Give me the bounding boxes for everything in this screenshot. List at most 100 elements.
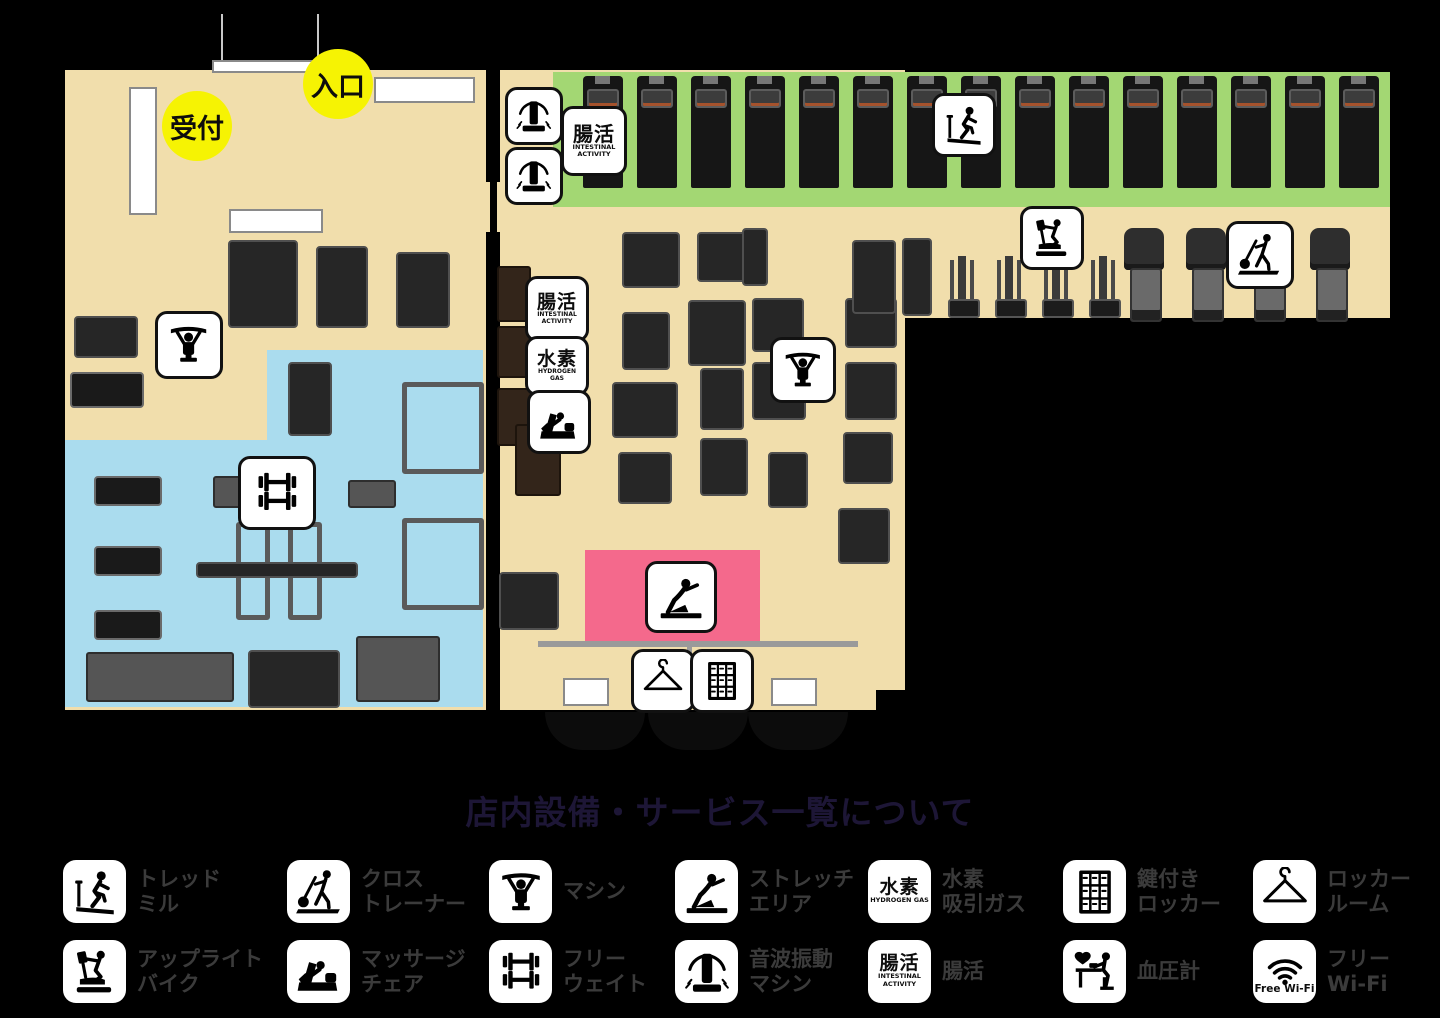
- legend-item-upright-bike: アップライトバイク: [63, 940, 263, 1003]
- rack: [356, 636, 440, 702]
- barbell: [196, 562, 358, 578]
- treadmill-equipment: [1339, 76, 1379, 188]
- free-weight-icon: [489, 940, 552, 1003]
- legend-label: トレッドミル: [137, 866, 221, 916]
- legend-label: マシン: [563, 879, 626, 904]
- equipment: [843, 432, 893, 484]
- equipment: [74, 316, 138, 358]
- treadmill-equipment: [637, 76, 677, 188]
- upright-bike-glyph: [70, 947, 120, 997]
- massage-chair-icon: [287, 940, 350, 1003]
- massage-chair-glyph: [537, 400, 581, 444]
- cross-trainer-equipment: [1308, 228, 1352, 322]
- stretch-glyph: [682, 867, 732, 917]
- vibration-machine-glyph: [514, 156, 554, 196]
- bench: [94, 546, 162, 576]
- equipment: [852, 240, 896, 314]
- machine-glyph: [780, 347, 826, 393]
- treadmill-icon: [63, 860, 126, 923]
- equipment: [612, 382, 678, 438]
- equipment: [700, 438, 748, 496]
- door-post: [317, 14, 319, 62]
- equipment: [348, 480, 396, 508]
- intestinal-en: INTESTINAL ACTIVITY: [537, 310, 577, 325]
- equipment: [622, 312, 670, 370]
- hydrogen-jp: 水素: [879, 876, 920, 899]
- upright-bike-icon: [1020, 206, 1084, 270]
- reception-desk: [129, 87, 157, 215]
- equipment: [697, 232, 749, 282]
- hydrogen-gas-icon: 水素 HYDROGEN GAS: [525, 336, 589, 396]
- barbell-rack: [86, 652, 234, 702]
- bench-seat: [563, 678, 609, 706]
- legend-item-blood-pressure: 血圧計: [1063, 940, 1200, 1003]
- wall-segment: [486, 60, 500, 182]
- cross-trainer-icon: [287, 860, 350, 923]
- equipment: [70, 372, 144, 408]
- entrance-text: 入口: [311, 71, 365, 103]
- equipment: [618, 452, 672, 504]
- equipment: [622, 232, 680, 288]
- bench: [94, 610, 162, 640]
- hydrogen-en: HYDROGEN GAS: [870, 896, 929, 905]
- cross-trainer-glyph: [1236, 231, 1283, 278]
- upright-bike-glyph: [1030, 216, 1074, 260]
- vibration-machine-glyph: [682, 947, 732, 997]
- hanger-glyph: [1260, 867, 1310, 917]
- floor-mat: [648, 712, 748, 750]
- free-weight-glyph: [250, 467, 305, 519]
- massage-chair-glyph: [294, 947, 344, 997]
- adjustable-bench: [288, 362, 332, 436]
- equipment: [700, 368, 744, 430]
- equipment: [688, 300, 746, 366]
- upright-bike-equipment: [1086, 256, 1121, 318]
- locker-room-icon: [631, 649, 695, 713]
- equipment: [845, 362, 897, 420]
- equipment: [768, 452, 808, 508]
- free-weight-icon: [238, 456, 316, 530]
- massage-chair-icon: [527, 390, 591, 454]
- equipment: [228, 240, 298, 328]
- cross-trainer-glyph: [294, 867, 344, 917]
- cross-trainer-equipment: [1122, 228, 1166, 322]
- locker-icon: [1063, 860, 1126, 923]
- upright-bike-equipment: [1039, 256, 1074, 318]
- legend-item-stretch-area: ストレッチエリア: [675, 860, 854, 923]
- reception-text: 受付: [170, 113, 224, 145]
- legend-label: 腸活: [942, 959, 984, 984]
- stretch-icon: [675, 860, 738, 923]
- intestinal-activity-icon: 腸活 INTESTINAL ACTIVITY: [561, 106, 627, 176]
- intestinal-jp: 腸活: [536, 290, 577, 313]
- treadmill-equipment: [1015, 76, 1055, 188]
- equipment: [499, 572, 559, 630]
- hydrogen-jp: 水素: [536, 347, 577, 370]
- locker-partition: [538, 641, 858, 647]
- equipment: [838, 508, 890, 564]
- hanger-glyph: [641, 659, 685, 703]
- machine-icon: [770, 337, 836, 403]
- vibration-machine-glyph: [514, 96, 554, 136]
- legend-item-hydrogen-gas: 水素 HYDROGEN GAS 水素吸引ガス: [868, 860, 1026, 923]
- machine-glyph: [165, 321, 212, 368]
- floor-mat: [748, 712, 848, 750]
- legend-label: 水素吸引ガス: [942, 866, 1026, 916]
- cross-trainer-icon: [1226, 221, 1294, 289]
- treadmill-equipment: [745, 76, 785, 188]
- intestinal-jp: 腸活: [573, 121, 615, 146]
- plate-tree: [402, 518, 484, 610]
- legend-item-machine: マシン: [489, 860, 626, 923]
- bench: [94, 476, 162, 506]
- cross-trainer-equipment: [1184, 228, 1228, 322]
- corner-notch: [876, 690, 906, 712]
- wall-segment: [486, 232, 500, 710]
- legend-label: マッサージチェア: [361, 946, 466, 996]
- treadmill-equipment: [1177, 76, 1217, 188]
- treadmill-equipment: [853, 76, 893, 188]
- legend-item-locker-room: ロッカールーム: [1253, 860, 1411, 923]
- legend-title: 店内設備・サービス一覧について: [465, 793, 975, 832]
- stretch-area-icon: [645, 561, 717, 633]
- treadmill-icon: [932, 93, 996, 157]
